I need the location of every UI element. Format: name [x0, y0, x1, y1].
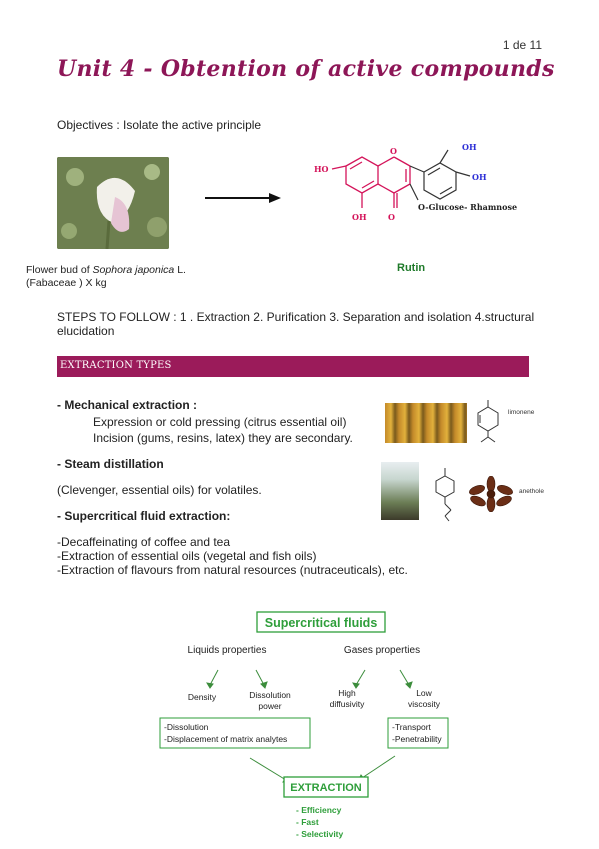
rutin-ho: HO: [314, 164, 329, 174]
supercritical-title: - Supercritical fluid extraction:: [57, 509, 231, 523]
page-number: 1 de 11: [502, 38, 542, 52]
benefit-efficiency: - Efficiency: [296, 805, 342, 815]
steps-text: STEPS TO FOLLOW : 1 . Extraction 2. Puri…: [57, 310, 535, 338]
sophora-flower-image: [57, 157, 169, 249]
gases-effects-box: [387, 717, 449, 749]
anethole-label: anethole: [519, 488, 544, 495]
rutin-ring-o: O: [390, 146, 397, 156]
dissolution-power-label-1: Dissolution: [249, 690, 291, 700]
rutin-oh-right: OH: [472, 172, 487, 182]
dissolution-power-label-2: power: [258, 701, 281, 711]
caption-suffix: L.: [174, 264, 186, 276]
high-diffusivity-label-2: diffusivity: [330, 699, 366, 709]
extraction-label: EXTRACTION: [290, 782, 362, 794]
left-box-line-1: -Dissolution: [164, 722, 209, 732]
rutin-structure-diagram: HO O O OH OH OH O-Glucose- Rhamnose: [300, 136, 520, 269]
caption-prefix: Flower bud of: [26, 264, 93, 276]
benefit-fast: - Fast: [296, 817, 319, 827]
rutin-keto-o: O: [388, 212, 395, 222]
limonene-label: limonene: [508, 409, 535, 416]
high-diffusivity-label-1: High: [338, 688, 356, 698]
low-viscosity-label-1: Low: [416, 688, 432, 698]
clevenger-apparatus-image: [381, 462, 419, 520]
gases-properties: Gases properties: [344, 645, 420, 656]
rutin-oh-top: OH: [462, 142, 477, 152]
supercritical-fluids-box: [256, 611, 386, 633]
right-box-line-1: -Transport: [392, 722, 432, 732]
section-header-band: EXTRACTION TYPES: [57, 356, 529, 377]
liquids-properties: Liquids properties: [188, 645, 267, 656]
species-name: Sophora japonica: [92, 264, 175, 276]
density-label: Density: [188, 692, 217, 702]
right-arrow-icon: [203, 190, 283, 211]
liquids-effects-box: [159, 717, 311, 749]
supercritical-line-2: -Extraction of essential oils (vegetal a…: [57, 549, 317, 563]
citrus-press-image: [385, 403, 467, 443]
benefit-selectivity: - Selectivity: [296, 829, 344, 839]
rutin-glycoside: O-Glucose- Rhamnose: [418, 202, 517, 212]
section-header: EXTRACTION TYPES: [60, 360, 172, 371]
mechanical-title: - Mechanical extraction :: [57, 398, 198, 412]
supercritical-line-1: -Decaffeinating of coffee and tea: [57, 535, 231, 549]
left-box-line-2: -Displacement of matrix analytes: [164, 734, 287, 744]
rutin-oh-bottom: OH: [352, 212, 367, 222]
star-anise-icon: [469, 475, 513, 517]
steam-title: - Steam distillation: [57, 457, 164, 471]
page-title: Unit 4 - Obtention of active compounds: [57, 56, 555, 82]
objectives-text: Objectives : Isolate the active principl…: [57, 118, 262, 132]
anethole-structure-icon: [433, 466, 457, 527]
mechanical-line-2: Incision (gums, resins, latex) they are …: [93, 431, 353, 445]
flower-caption: Flower bud of Sophora japonica L. (Fabac…: [26, 264, 186, 290]
limonene-structure-icon: [473, 398, 503, 449]
supercritical-line-3: -Extraction of flavours from natural res…: [57, 563, 408, 577]
diagram-top-label: Supercritical fluids: [265, 616, 378, 630]
supercritical-fluids-diagram: Supercritical fluids Liquids properties …: [150, 608, 460, 849]
caption-family: (Fabaceae ) X kg: [26, 277, 107, 289]
steam-line-1: (Clevenger, essential oils) for volatile…: [57, 483, 262, 497]
rutin-label: Rutin: [397, 262, 426, 274]
low-viscosity-label-2: viscosity: [408, 699, 441, 709]
right-box-line-2: -Penetrability: [392, 734, 442, 744]
extraction-box: [283, 776, 369, 798]
mechanical-line-1: Expression or cold pressing (citrus esse…: [93, 415, 347, 429]
